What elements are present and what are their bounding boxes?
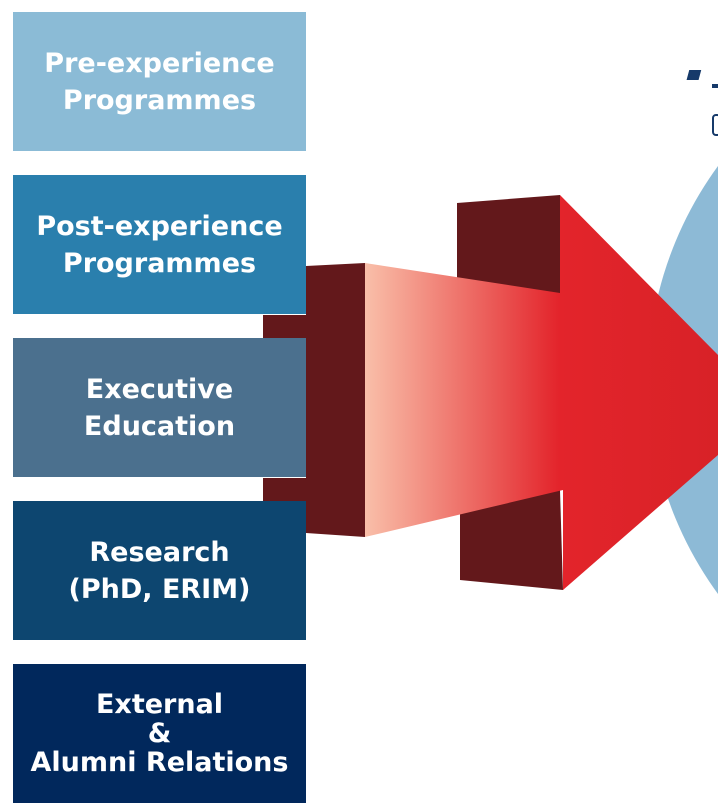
box-label-line: External [95, 689, 224, 720]
box-label-line: Research [89, 536, 230, 568]
pre-experience-programmes-box: Pre-experience Programmes [13, 12, 306, 151]
post-experience-programmes-box: Post-experience Programmes [13, 175, 306, 314]
box-label-line: Education [83, 410, 236, 442]
corner-logo-icon [686, 70, 718, 136]
box-label-line: (PhD, ERIM) [68, 573, 251, 605]
arrow-shadow-lower-head [460, 490, 563, 590]
arrow-shadow-left-lower [263, 478, 306, 501]
box-label-line: Programmes [62, 247, 257, 279]
research-box: Research (PhD, ERIM) [13, 501, 306, 640]
box-label-line: Executive [85, 373, 234, 405]
box-label-line: Alumni Relations [30, 747, 289, 778]
arrow-shadow-tail [306, 263, 365, 537]
arrow-shape [365, 195, 718, 590]
arrow-shadow-left [263, 315, 306, 338]
box-label-line: Post-experience [36, 210, 283, 242]
external-alumni-relations-box: External & Alumni Relations [13, 664, 306, 803]
box-label-line: Pre-experience [44, 47, 275, 79]
box-label-line: & [147, 718, 172, 749]
arrow-shadow-upper-head [457, 195, 560, 295]
executive-education-box: Executive Education [13, 338, 306, 477]
box-label-line: Programmes [62, 84, 257, 116]
